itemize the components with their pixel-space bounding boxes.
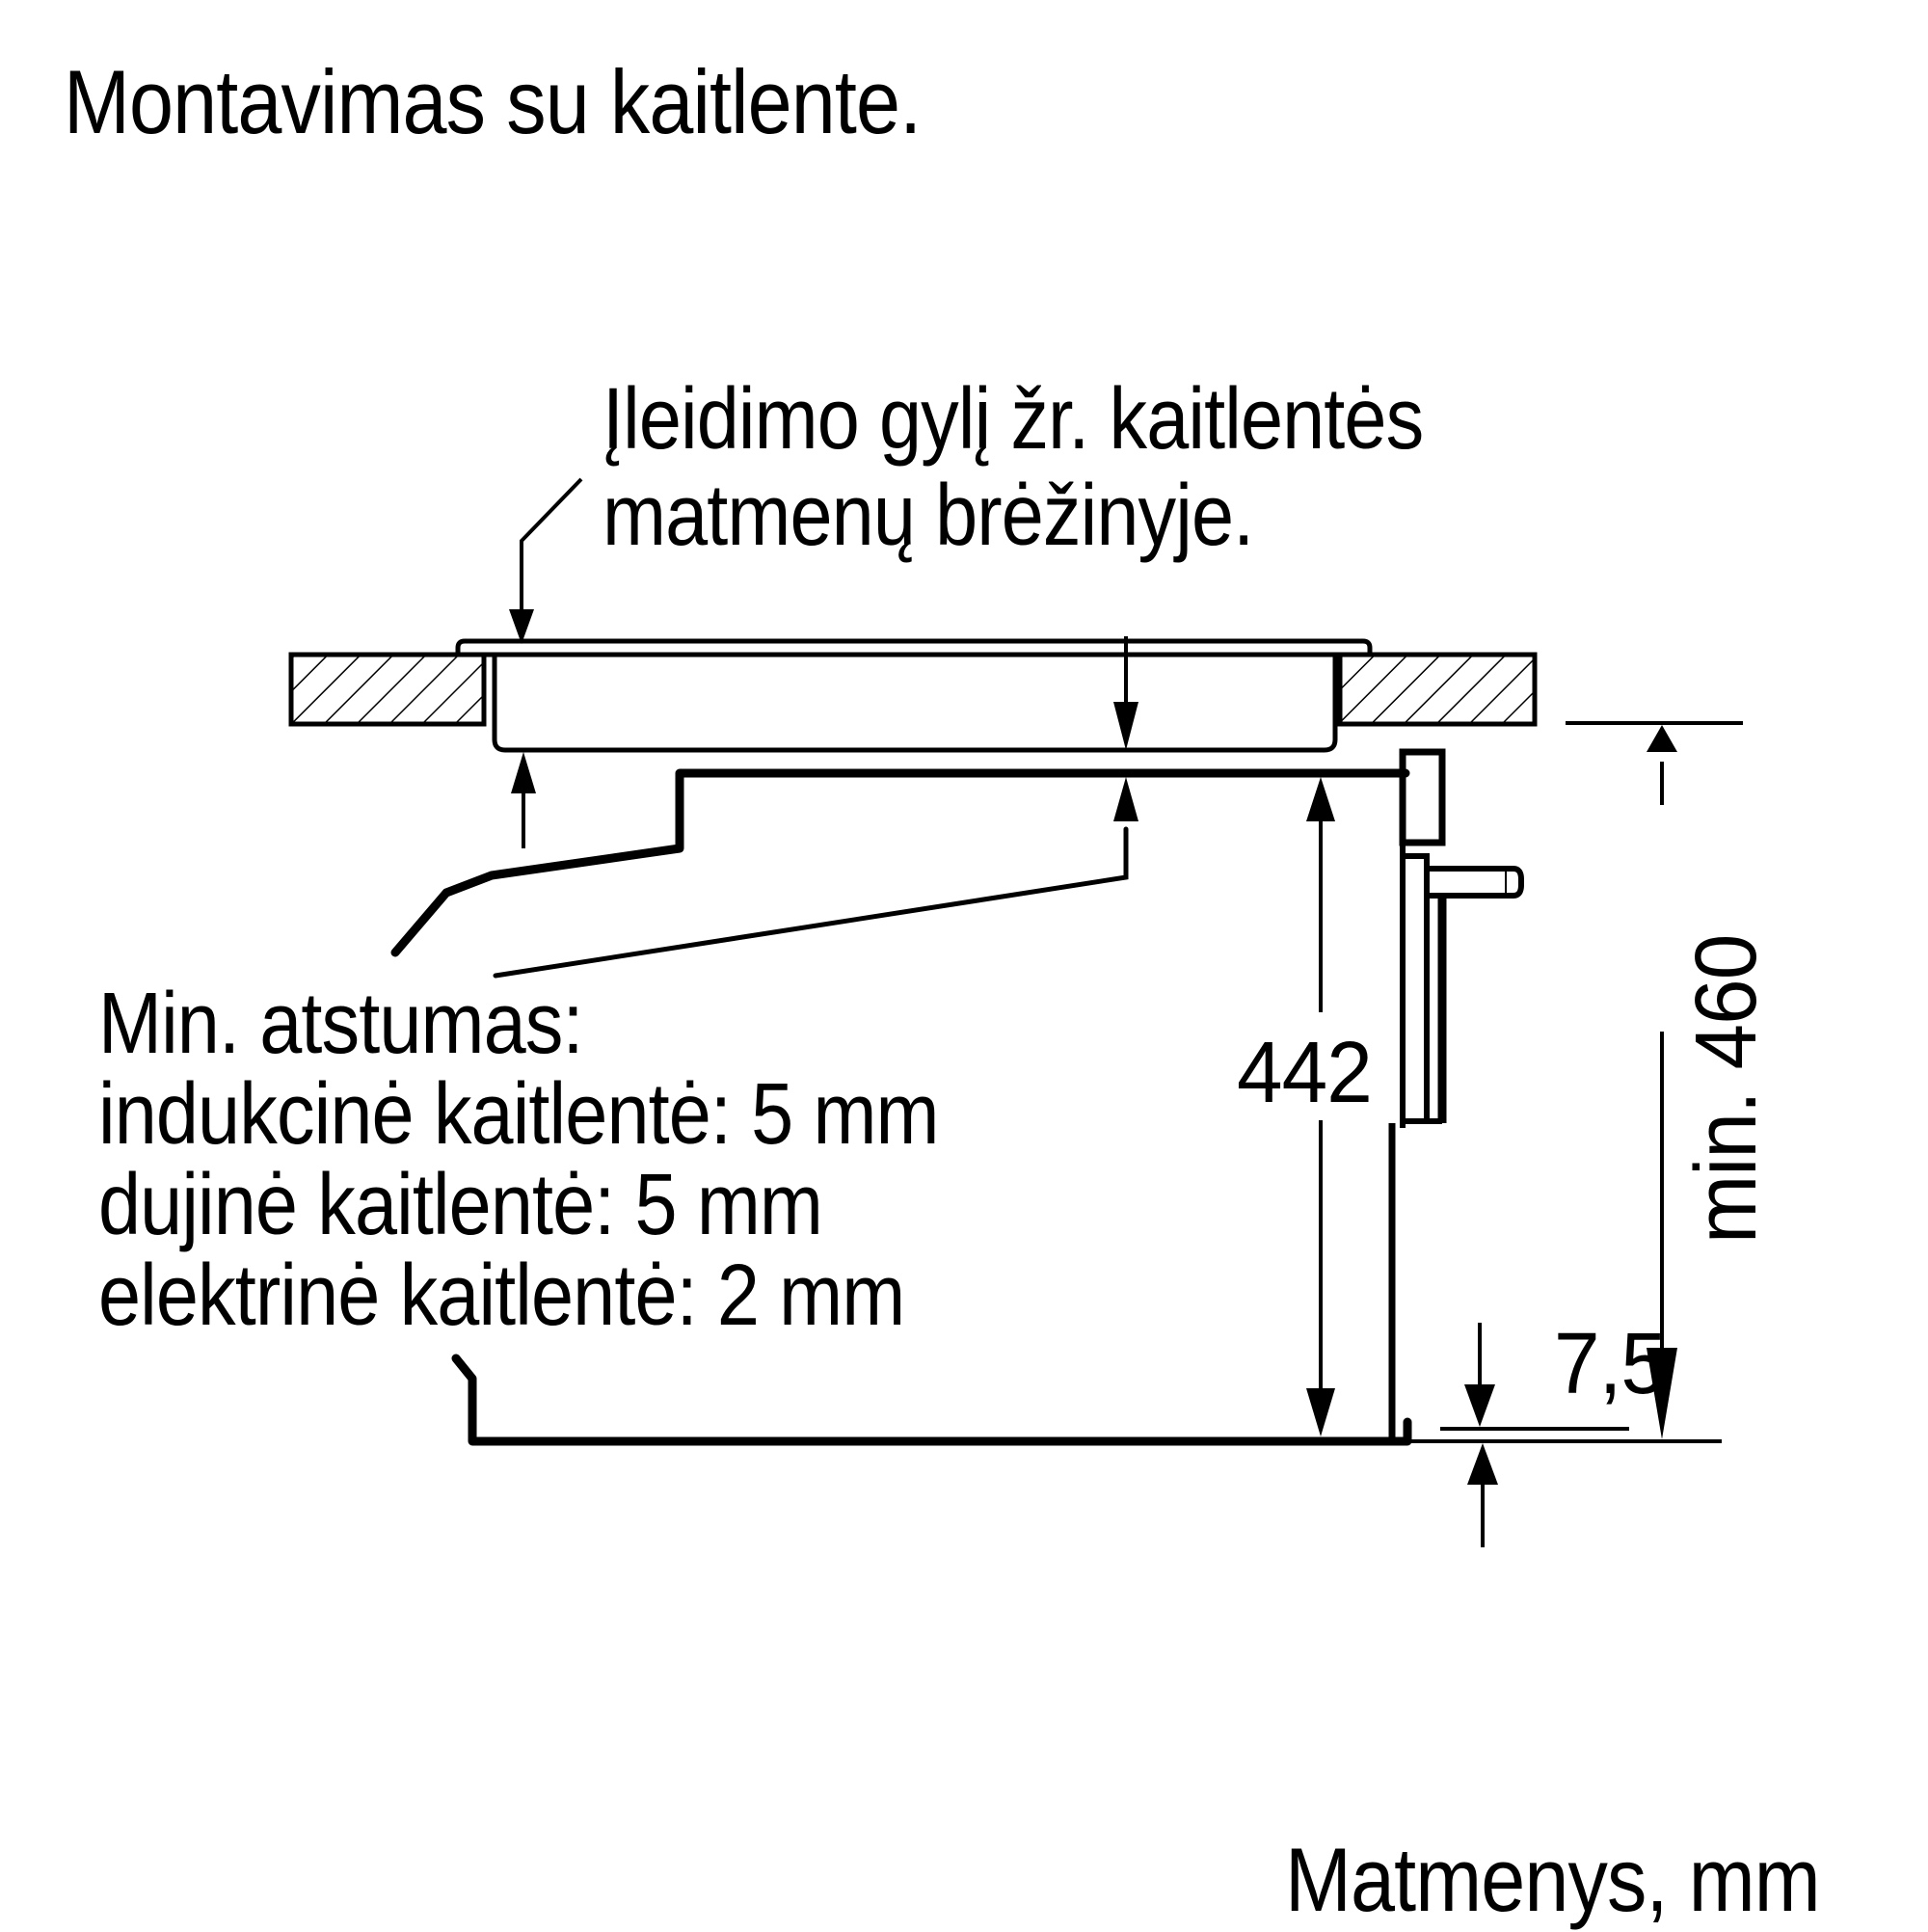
dimension-label-7-5: 7,5 bbox=[1554, 1316, 1667, 1412]
arrow-up-icon bbox=[1647, 725, 1677, 752]
min-distance-electric: elektrinė kaitlentė: 2 mm bbox=[98, 1248, 905, 1344]
appliance-guide-line bbox=[493, 826, 1129, 979]
note-line-2: matmenų brėžinyje. bbox=[602, 468, 1254, 564]
arrow-down-icon bbox=[1464, 1384, 1495, 1427]
min-distance-gas: dujinė kaitlentė: 5 mm bbox=[98, 1157, 823, 1253]
diagram-title: Montavimas su kaitlente. bbox=[64, 51, 922, 152]
note-line-1: Įleidimo gylį žr. kaitlentės bbox=[602, 371, 1424, 468]
installation-depth-note: Įleidimo gylį žr. kaitlentės matmenų brė… bbox=[602, 371, 1424, 564]
min-distance-induction: indukcinė kaitlentė: 5 mm bbox=[98, 1066, 940, 1163]
appliance-bottom-outline bbox=[451, 1354, 1412, 1446]
arrow-up-icon bbox=[1113, 777, 1138, 821]
arrow-up-icon bbox=[1467, 1443, 1498, 1485]
door-handle-icon bbox=[1427, 866, 1524, 899]
appliance-top-outline bbox=[390, 768, 1410, 957]
arrow-down-icon bbox=[509, 609, 534, 644]
countertop-left bbox=[288, 652, 487, 727]
front-panel-base bbox=[1403, 1118, 1445, 1124]
countertop-right bbox=[1337, 652, 1538, 727]
arrow-down-icon bbox=[1647, 1348, 1677, 1439]
arrow-up-icon bbox=[1306, 777, 1335, 821]
front-panel-lower bbox=[1400, 853, 1430, 1124]
arrow-down-icon bbox=[1113, 702, 1138, 750]
front-panel-upper bbox=[1399, 748, 1446, 846]
min-distance-block: Min. atstumas: indukcinė kaitlentė: 5 mm… bbox=[98, 976, 940, 1344]
hob-body bbox=[484, 652, 1338, 753]
note-leader-line bbox=[520, 477, 583, 617]
arrow-up-icon bbox=[511, 752, 536, 793]
min-distance-heading: Min. atstumas: bbox=[98, 976, 584, 1072]
hob-glass-top bbox=[455, 638, 1373, 655]
arrow-down-icon bbox=[1306, 1388, 1335, 1436]
dimension-label-442: 442 bbox=[1237, 1025, 1373, 1121]
units-label: Matmenys, mm bbox=[1285, 1829, 1821, 1930]
